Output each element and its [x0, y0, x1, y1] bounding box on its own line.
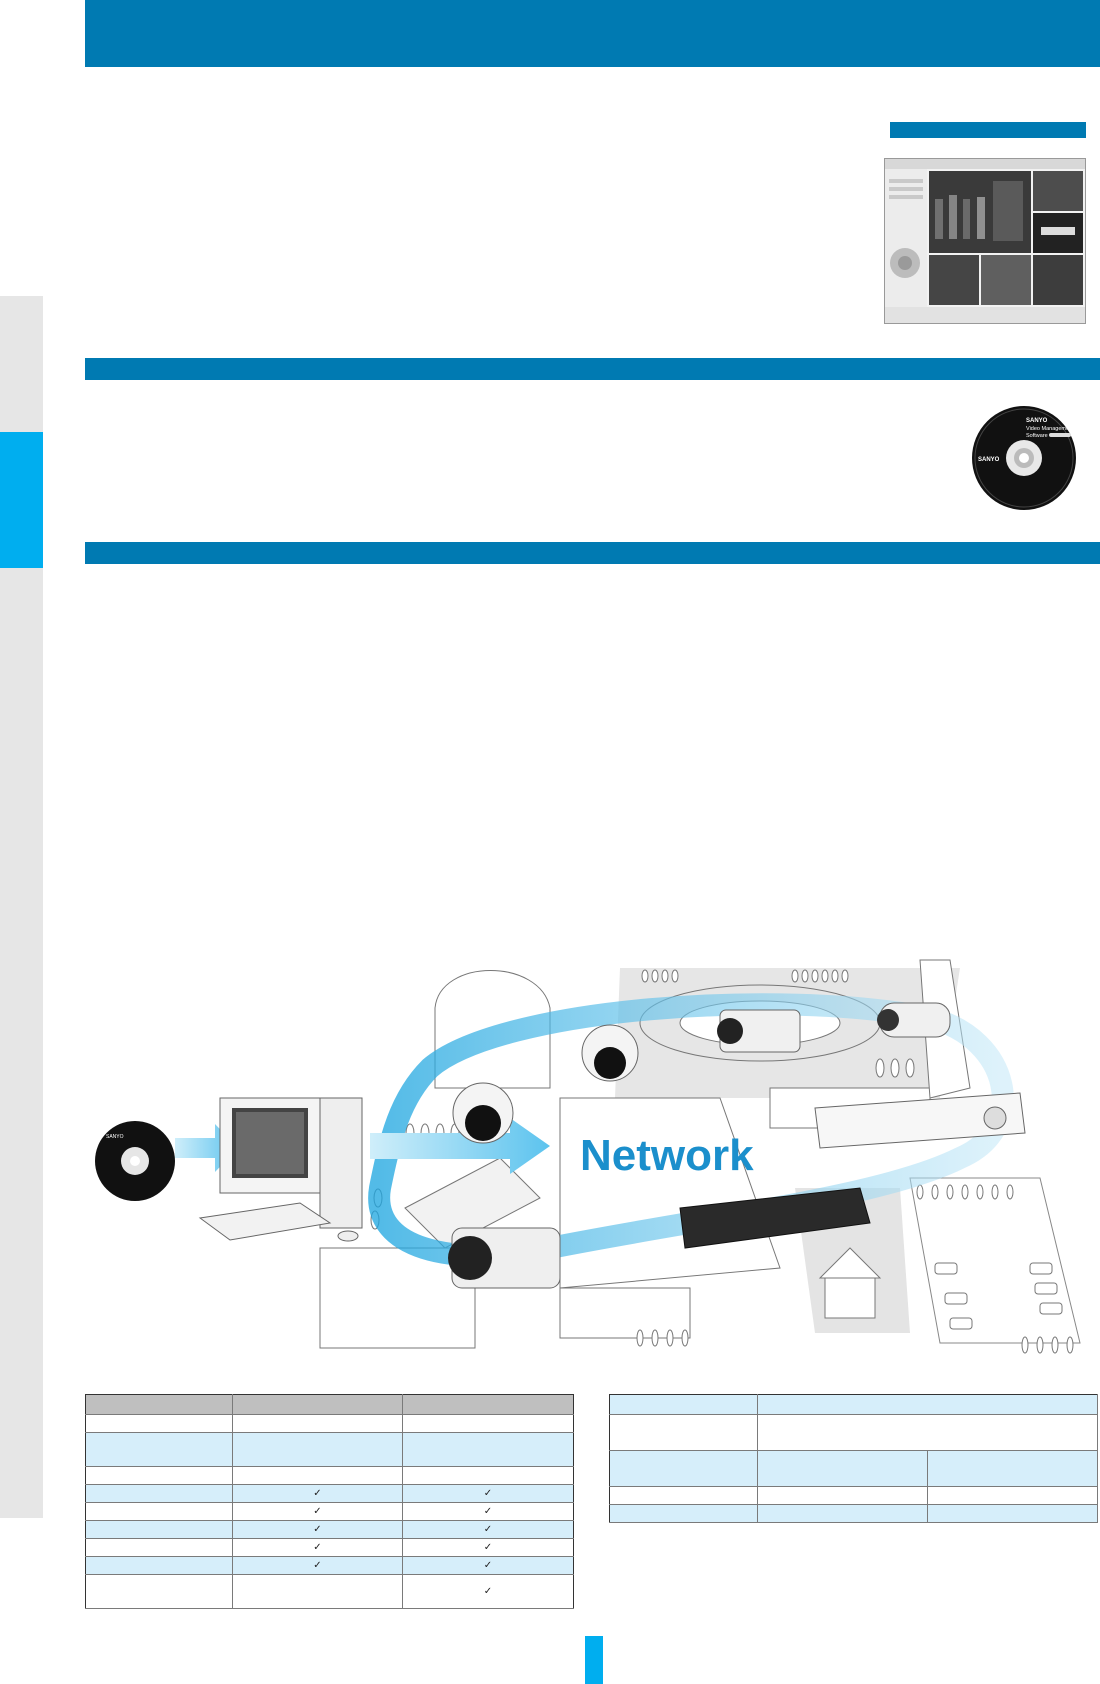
table-row: [609, 1450, 1098, 1487]
screenshot-graphic: [885, 159, 1085, 323]
table-header-row: [609, 1394, 1098, 1415]
side-chapter-tab: [0, 432, 43, 568]
table-row: [85, 1414, 574, 1433]
check-mark: ✓: [232, 1556, 403, 1575]
section-bar-software: [85, 358, 1100, 380]
table-row: [609, 1414, 1098, 1451]
network-label: Network: [580, 1131, 754, 1180]
top-header-band: [85, 0, 1100, 67]
check-mark: ✓: [402, 1520, 574, 1539]
cd-logo-text: SANYO: [978, 457, 1000, 463]
check-mark: ✓: [402, 1574, 574, 1609]
cd-line2: Software: [1026, 433, 1048, 439]
table-row: ✓ ✓: [85, 1520, 574, 1539]
software-cd: SANYO Video Management Software SANYO: [970, 392, 1078, 520]
check-mark: ✓: [402, 1556, 574, 1575]
check-mark: ✓: [232, 1538, 403, 1557]
network-diagram: SANYO Network: [95, 959, 1081, 1354]
table-row: ✓ ✓: [85, 1502, 574, 1521]
table-row: ✓ ✓: [85, 1556, 574, 1575]
cd-brand: SANYO: [1026, 418, 1048, 424]
diagram-cd-brand: SANYO: [106, 1134, 124, 1140]
feature-comparison-table: ✓ ✓ ✓ ✓ ✓ ✓ ✓ ✓ ✓ ✓ ✓: [85, 1394, 574, 1609]
table-row: ✓ ✓: [85, 1484, 574, 1503]
check-mark: ✓: [402, 1502, 574, 1521]
table-row: [85, 1466, 574, 1485]
section-bar-system: [85, 542, 1100, 564]
table-row: [609, 1486, 1098, 1505]
check-mark: ✓: [232, 1502, 403, 1521]
table-row: ✓: [85, 1574, 574, 1609]
page-number-tab: [585, 1636, 603, 1684]
table-header-cell: [232, 1394, 403, 1415]
screenshot-caption-bar: [890, 122, 1086, 138]
check-mark: ✓: [402, 1484, 574, 1503]
check-mark: ✓: [232, 1484, 403, 1503]
table-row: ✓ ✓: [85, 1538, 574, 1557]
check-mark: ✓: [402, 1538, 574, 1557]
table-row: [609, 1504, 1098, 1523]
table-row: [85, 1432, 574, 1467]
software-screenshot: [884, 158, 1086, 324]
table-header-cell: [85, 1394, 233, 1415]
cd-line1: Video Management: [1026, 426, 1074, 432]
check-mark: ✓: [232, 1520, 403, 1539]
cd-graphic: SANYO Video Management Software SANYO: [972, 406, 1076, 510]
spec-table: [609, 1394, 1098, 1523]
table-header-row: [85, 1394, 574, 1415]
table-header-cell: [402, 1394, 574, 1415]
network-system-illustration: SANYO Network: [80, 948, 1100, 1358]
